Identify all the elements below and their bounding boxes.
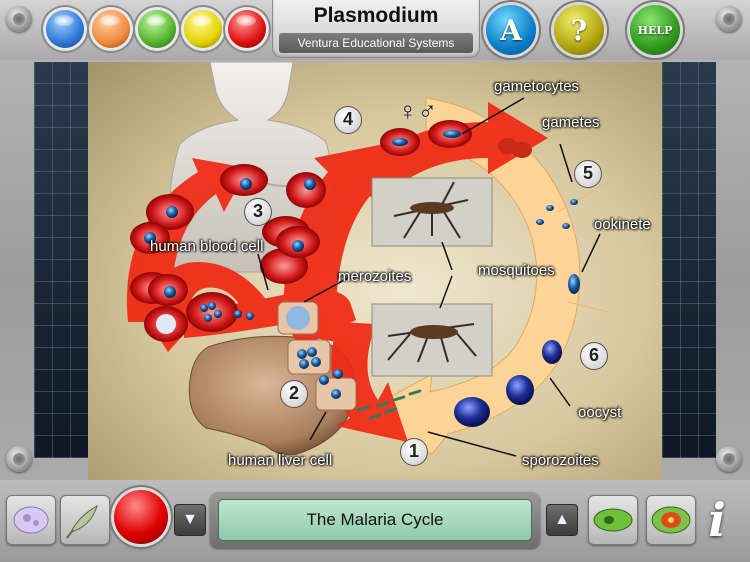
screw-icon: [716, 6, 742, 32]
caption-plate: The Malaria Cycle: [210, 492, 540, 548]
step-marker-2[interactable]: 2: [280, 380, 308, 408]
question-button[interactable]: ?: [554, 5, 604, 55]
screw-icon: [6, 6, 32, 32]
red-color-button[interactable]: [228, 10, 266, 48]
mosquito-image-top: [371, 177, 493, 247]
sporozoites-label: sporozoites: [522, 452, 599, 469]
mosquito-cycle-arc: [350, 97, 581, 455]
blue-color-button[interactable]: [46, 10, 84, 48]
record-button[interactable]: [114, 490, 168, 544]
step-marker-6[interactable]: 6: [580, 342, 608, 370]
app-title: Plasmodium: [313, 4, 439, 27]
cell-thumbnail-icon[interactable]: [6, 495, 56, 545]
parasite-thumbnail-icon[interactable]: [60, 495, 110, 545]
screw-icon: [716, 446, 742, 472]
title-plate: Plasmodium Ventura Educational Systems: [272, 0, 480, 58]
app-subtitle: Ventura Educational Systems: [279, 33, 473, 53]
top-toolbar: Plasmodium Ventura Educational Systems A…: [0, 0, 750, 60]
liver-cells: [277, 301, 357, 411]
red-blood-cells: [130, 120, 472, 342]
next-arrow-button[interactable]: ▲: [546, 504, 578, 536]
help-button[interactable]: HELP: [630, 5, 680, 55]
screw-icon: [6, 446, 32, 472]
green-color-button[interactable]: [138, 10, 176, 48]
malaria-cycle-diagram: ♀♂ gametocytes gametes ookinete mosquito…: [88, 62, 662, 480]
oocyst-label: oocyst: [578, 404, 622, 421]
left-side-panel: [34, 62, 88, 458]
step-marker-5[interactable]: 5: [574, 160, 602, 188]
step-marker-3[interactable]: 3: [244, 198, 272, 226]
right-side-panel: [662, 62, 716, 458]
mosquito-phase-organisms: [356, 138, 580, 427]
info-button[interactable]: i: [708, 493, 726, 547]
step-marker-1[interactable]: 1: [400, 438, 428, 466]
ookinete-label: ookinete: [594, 216, 651, 233]
orange-color-button[interactable]: [92, 10, 130, 48]
previous-arrow-button[interactable]: ▼: [174, 504, 206, 536]
answer-button[interactable]: A: [486, 5, 536, 55]
cycle-illustration: [126, 62, 609, 457]
caption-display: The Malaria Cycle: [218, 499, 532, 541]
gametes-label: gametes: [542, 114, 600, 131]
gender-symbols-label: ♀♂: [398, 96, 437, 126]
red-cell-thumbnail-icon[interactable]: [646, 495, 696, 545]
yellow-color-button[interactable]: [184, 10, 222, 48]
merozoites-label: merozoites: [338, 268, 412, 285]
human-liver-cell-label: human liver cell: [228, 452, 333, 469]
mosquito-image-bottom: [371, 303, 493, 377]
step-marker-4[interactable]: 4: [334, 106, 362, 134]
green-cell-thumbnail-icon[interactable]: [588, 495, 638, 545]
human-blood-cell-label: human blood cell: [150, 238, 264, 255]
gametocytes-label: gametocytes: [494, 78, 580, 95]
label-pointers: [257, 97, 601, 457]
mosquitoes-label: mosquitoes: [478, 262, 555, 279]
